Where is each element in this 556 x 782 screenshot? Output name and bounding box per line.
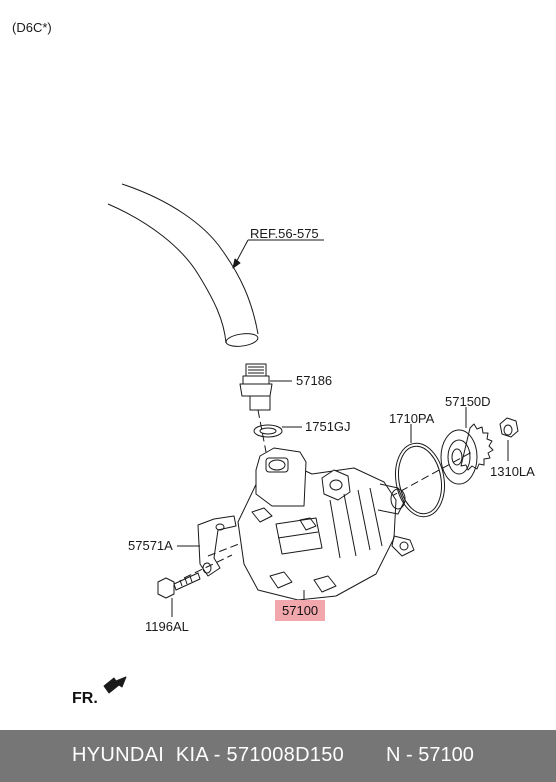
o-ring-drawing [395,424,445,518]
footer-brand-part-number: HYUNDAI KIA - 571008D150 [72,744,345,766]
part-label-nut[interactable]: 1310LA [490,464,535,479]
part-label-pump-highlighted[interactable]: 57100 [275,600,326,621]
return-hose [107,183,259,347]
drive-gear-drawing [440,407,494,485]
part-number-footer: HYUNDAI KIA - 571008D150 N - 57100 [0,730,556,782]
footer-catalog-reference: N - 57100 [386,744,474,766]
gasket-drawing [253,424,302,438]
part-label-bracket[interactable]: 57571A [128,538,173,553]
part-label-bolt[interactable]: 1196AL [145,619,189,634]
bracket-drawing [177,515,237,577]
reference-label[interactable]: REF.56-575 [250,226,319,241]
part-label-gasket[interactable]: 1751GJ [305,419,351,434]
power-steering-pump-drawing [237,447,415,601]
lock-nut-drawing [499,417,519,461]
union-bolt-drawing [239,363,292,411]
front-marker-label: FR. [72,690,98,707]
exploded-view-drawing [103,183,519,694]
part-label-union-bolt[interactable]: 57186 [296,373,333,388]
bolt-drawing [157,572,201,617]
part-label-gear[interactable]: 57150D [445,394,491,409]
front-direction-arrow [103,676,127,694]
engine-variant-label: (D6C*) [12,20,52,35]
part-label-o-ring[interactable]: 1710PA [389,411,435,426]
ref-leader [232,239,324,269]
